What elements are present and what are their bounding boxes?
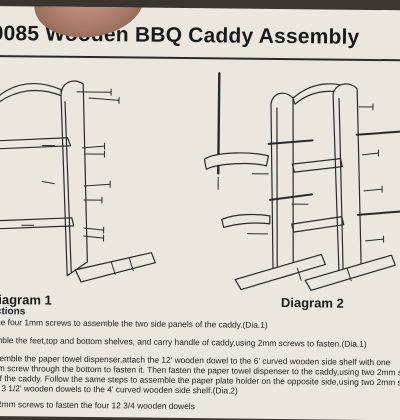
diagram-1-drawing bbox=[0, 80, 157, 282]
instruction-step: semble the feet,top and bottom shelves, … bbox=[0, 335, 367, 349]
instructions-heading: uctions bbox=[0, 306, 25, 317]
assembly-diagrams bbox=[0, 61, 400, 305]
instruction-step: e the four 1mm screws to assemble the tw… bbox=[0, 317, 268, 330]
title-divider bbox=[0, 55, 400, 61]
instruction-sheet: 0085 Wooden BBQ Caddy Assembly bbox=[0, 6, 400, 420]
diagram-2-label: Diagram 2 bbox=[281, 295, 344, 311]
instruction-step: two 3 1/2' wooden dowels to the 4' curve… bbox=[0, 383, 238, 396]
instruction-step: se 2mm screws to fasten the four 12 3/4 … bbox=[0, 399, 195, 411]
diagram-2-drawing bbox=[203, 73, 400, 291]
